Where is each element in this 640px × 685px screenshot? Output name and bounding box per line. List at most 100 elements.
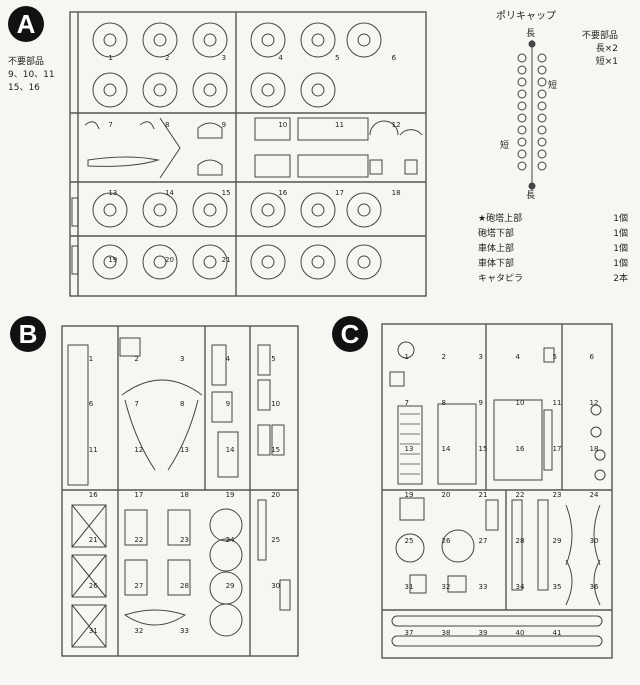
part-number-label: 7 xyxy=(108,121,113,130)
part-number-label: 21 xyxy=(88,536,98,545)
polycap-drawing xyxy=(537,113,547,123)
part-number-label: 8 xyxy=(180,400,185,409)
part-number-label: 18 xyxy=(180,491,189,499)
part-number-label: 32 xyxy=(134,627,144,636)
part-number-label: 9 xyxy=(478,399,483,407)
part-number-label: 7 xyxy=(404,399,409,407)
wheel-hub-drawing xyxy=(203,33,217,47)
polycap-drawing xyxy=(537,125,547,135)
polycap-sprue xyxy=(517,40,547,190)
road-wheel-drawing xyxy=(346,22,382,58)
part-number-label: 20 xyxy=(271,491,281,499)
road-wheel-drawing xyxy=(192,244,228,280)
part-number-label: 26 xyxy=(88,581,98,590)
part-number-label: 2 xyxy=(134,354,139,363)
part-number-label: 11 xyxy=(552,399,562,407)
part-number-label: 10 xyxy=(515,399,525,407)
part-number-label: 15 xyxy=(271,445,281,454)
polycap-title: ポリキャップ xyxy=(496,11,556,22)
part-number-label: 14 xyxy=(165,188,174,197)
part-number-label: 24 xyxy=(589,491,599,499)
polycap-short-label-right: 短 xyxy=(548,81,558,91)
part-number-label: 21 xyxy=(478,491,488,499)
part-number-label: 1 xyxy=(108,53,113,62)
part-number-label: 6 xyxy=(88,400,94,409)
road-wheel-drawing xyxy=(142,192,178,228)
part-number-label: 14 xyxy=(225,445,235,454)
wheel-hub-drawing xyxy=(311,83,325,97)
wheel-hub-drawing xyxy=(311,255,325,269)
polycap-drawing xyxy=(537,65,547,75)
part-number-label: 27 xyxy=(478,537,488,545)
polycap-drawing xyxy=(537,161,547,171)
part-number-label: 5 xyxy=(552,353,557,361)
road-wheel-drawing xyxy=(92,244,128,280)
part-number-label: 16 xyxy=(515,445,525,453)
part-number-label: 31 xyxy=(404,583,414,591)
polycap-unneeded: 不要部品 長×2 短×1 xyxy=(582,31,619,67)
part-number-label: 20 xyxy=(441,491,451,499)
part-number-label: 15 xyxy=(478,445,488,453)
part-number-label: 20 xyxy=(165,256,174,265)
polycap-drawing xyxy=(517,149,527,159)
part-number-label: 28 xyxy=(180,581,189,590)
part-number-label: 10 xyxy=(271,400,281,409)
part-number-label: 11 xyxy=(88,445,98,454)
wheel-hub-drawing xyxy=(203,203,217,217)
part-number-label: 27 xyxy=(134,581,144,590)
part-number-label: 24 xyxy=(225,536,235,545)
part-number-label: 7 xyxy=(134,400,139,409)
road-wheel-drawing xyxy=(300,192,336,228)
wheel-hub-drawing xyxy=(261,33,275,47)
section-c-badge: C xyxy=(332,316,368,352)
part-number-label: 17 xyxy=(335,188,344,197)
wheel-hub-drawing xyxy=(357,203,371,217)
wheel-hub-drawing xyxy=(153,83,167,97)
part-number-label: 35 xyxy=(552,583,562,591)
part-number-label: 5 xyxy=(271,354,276,363)
part-number-label: 34 xyxy=(515,583,525,591)
part-number-label: 13 xyxy=(180,445,189,454)
part-number-label: 23 xyxy=(180,536,189,545)
wheel-hub-drawing xyxy=(153,33,167,47)
road-wheel-drawing xyxy=(142,72,178,108)
part-number-label: 38 xyxy=(441,629,451,637)
road-wheel-drawing xyxy=(192,72,228,108)
part-number-label: 25 xyxy=(404,537,414,545)
road-wheel-drawing xyxy=(250,244,286,280)
part-number-label: 1 xyxy=(88,354,94,363)
part-number-label: 33 xyxy=(180,627,189,636)
part-number-label: 23 xyxy=(552,491,562,499)
part-number-label: 31 xyxy=(88,627,98,636)
part-number-label: 22 xyxy=(515,491,525,499)
road-wheel-drawing xyxy=(250,72,286,108)
part-number-label: 6 xyxy=(589,353,594,361)
part-number-label: 2 xyxy=(441,353,446,361)
part-number-label: 41 xyxy=(552,629,562,637)
polycap-drawing xyxy=(517,65,527,75)
part-number-label: 25 xyxy=(271,536,281,545)
wheel-hub-drawing xyxy=(153,255,167,269)
part-number-label: 1 xyxy=(404,353,409,361)
part-number-label: 4 xyxy=(225,354,231,363)
part-number-label: 13 xyxy=(404,445,414,453)
part-number-label: 13 xyxy=(108,188,118,197)
part-number-label: 8 xyxy=(165,121,170,130)
polycap-drawing xyxy=(517,113,527,123)
polycap-short-label-left: 短 xyxy=(500,141,510,151)
part-number-label: 19 xyxy=(225,491,235,499)
part-number-label: 4 xyxy=(278,53,283,62)
part-number-label: 11 xyxy=(335,121,344,130)
wheel-hub-drawing xyxy=(203,83,217,97)
wheel-hub-drawing xyxy=(261,83,275,97)
part-number-label: 6 xyxy=(391,53,397,62)
part-number-label: 3 xyxy=(180,354,185,363)
road-wheel-drawing xyxy=(92,192,128,228)
part-number-label: 3 xyxy=(478,353,483,361)
wheel-hub-drawing xyxy=(103,255,117,269)
